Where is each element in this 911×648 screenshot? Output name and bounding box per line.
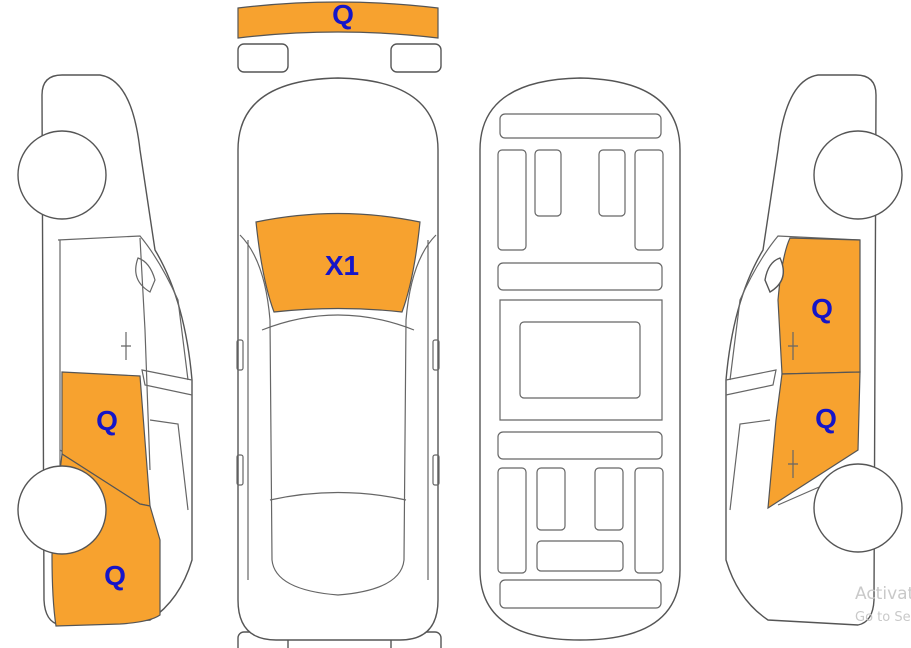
activation-watermark-line1: Activat [855, 584, 911, 604]
top-view: Q X1 [236, 0, 442, 648]
roof-damage [255, 212, 421, 313]
left-front-fender-label: Q [104, 560, 126, 591]
top-bumper-damage [237, 1, 439, 39]
right-front-door-label: Q [815, 403, 837, 434]
right-front-door-damage [767, 371, 861, 510]
right-front-wheel [813, 463, 903, 553]
right-rear-door-label: Q [811, 293, 833, 324]
left-front-door-label: Q [96, 405, 118, 436]
top-left-lamp [237, 43, 289, 73]
right-rear-wheel [813, 130, 903, 220]
right-side-view: Q Q [725, 74, 903, 626]
underbody-view [479, 77, 681, 641]
left-rear-wheel [17, 130, 107, 220]
top-right-lamp [390, 43, 442, 73]
left-front-wheel [17, 465, 107, 555]
top-bumper-label: Q [332, 0, 354, 30]
left-side-view: Q Q [17, 74, 193, 627]
activation-watermark-line2: Go to Se [855, 610, 911, 625]
roof-label: X1 [325, 250, 359, 281]
